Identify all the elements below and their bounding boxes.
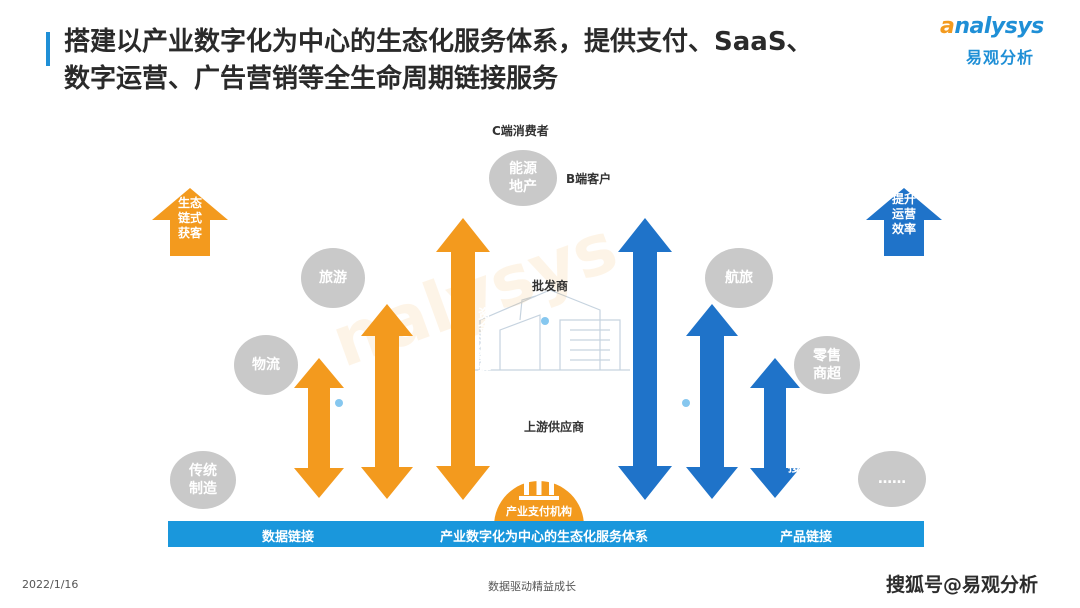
up-arrow-ecosystem-acquisition: 生态链式获客: [152, 188, 228, 256]
double-arrow-logistics-data: 物流数据: [294, 358, 344, 498]
logo-wordmark: nalysys: [954, 14, 1044, 39]
double-arrow-ad-marketing-text: 广告营销链接: [785, 390, 800, 474]
bank-building-icon: [494, 462, 584, 526]
bubble-logistics: 物流: [234, 335, 298, 395]
bar-center-title: 产业数字化为中心的生态化服务体系: [440, 530, 649, 545]
analysys-logo: analysys 易观分析: [940, 14, 1060, 70]
up-arrow-operational-efficiency: 提升运营效率: [866, 188, 942, 256]
wholesaler-label: 批发商: [532, 279, 569, 293]
double-arrow-digital-ops-text: 数字运营系统链接: [723, 351, 738, 463]
connector-dot: [541, 317, 549, 325]
page-title: 搭建以产业数字化为中心的生态化服务体系，提供支付、SaaS、 数字运营、广告营销…: [64, 24, 944, 98]
bubble-energy-realestate: 能源地产: [489, 150, 557, 206]
connector-dot: [335, 399, 343, 407]
footer-source-watermark: 搜狐号@易观分析: [886, 574, 1039, 596]
bar-data-link: 数据链接: [262, 530, 315, 545]
double-arrow-ad-marketing-link: 广告营销链接: [750, 358, 800, 498]
bubble-more: ……: [858, 451, 926, 507]
bubble-aviation: 航旅: [705, 248, 773, 308]
up-arrow-blue-icon: [866, 188, 942, 256]
bubble-travel: 旅游: [301, 248, 365, 308]
double-arrow-orange-icon: [436, 218, 490, 500]
double-arrow-blue-icon: [686, 304, 738, 499]
bar-product-link: 产品链接: [780, 530, 833, 545]
logo-cn-text: 易观分析: [966, 48, 1035, 67]
up-arrow-left-text: 生态链式获客: [178, 196, 203, 240]
double-arrow-commerce-text: 商流数据: [398, 369, 413, 425]
double-arrow-blue-icon: [618, 218, 672, 500]
connector-dot: [682, 399, 690, 407]
industry-payment-institution: 产业支付机构: [494, 448, 584, 528]
footer-date: 2022/1/16: [22, 578, 79, 591]
logo-letter: a: [940, 14, 955, 39]
title-line-1: 搭建以产业数字化为中心的生态化服务体系，提供支付、SaaS、: [64, 27, 813, 57]
bubble-traditional-manufacturing: 传统制造: [170, 451, 236, 509]
upstream-supplier-label: 上游供应商: [524, 420, 585, 434]
double-arrow-orange-icon: [361, 304, 413, 499]
double-arrow-orange-icon: [294, 358, 344, 498]
double-arrow-blue-icon: [750, 358, 800, 498]
double-arrow-fund-text: 资金流数据: [475, 307, 490, 377]
title-accent-bar: [46, 32, 50, 66]
org-label: 产业支付机构: [506, 505, 572, 518]
title-line-2: 数字运营、广告营销等全生命周期链接服务: [64, 64, 559, 94]
b-customer-label: B端客户: [566, 172, 612, 186]
double-arrow-fund-data: 资金流数据: [436, 218, 490, 500]
up-arrow-right-text: 提升运营效率: [892, 192, 917, 236]
up-arrow-orange-icon: [152, 188, 228, 256]
double-arrow-commerce-data: 商流数据: [361, 304, 413, 499]
double-arrow-payment-text: 支付链接: [657, 314, 672, 370]
c-consumer-label: C端消费者: [492, 124, 549, 138]
bubble-retail: 零售商超: [794, 336, 860, 394]
double-arrow-logistics-text: 物流数据: [329, 402, 344, 458]
double-arrow-payment-link: 支付链接: [618, 218, 672, 500]
footer-slogan: 数据驱动精益成长: [488, 580, 576, 593]
ecosystem-service-bar: 数据链接 产业数字化为中心的生态化服务体系 产品链接: [168, 521, 924, 547]
double-arrow-digital-ops-link: 数字运营系统链接: [686, 304, 738, 499]
